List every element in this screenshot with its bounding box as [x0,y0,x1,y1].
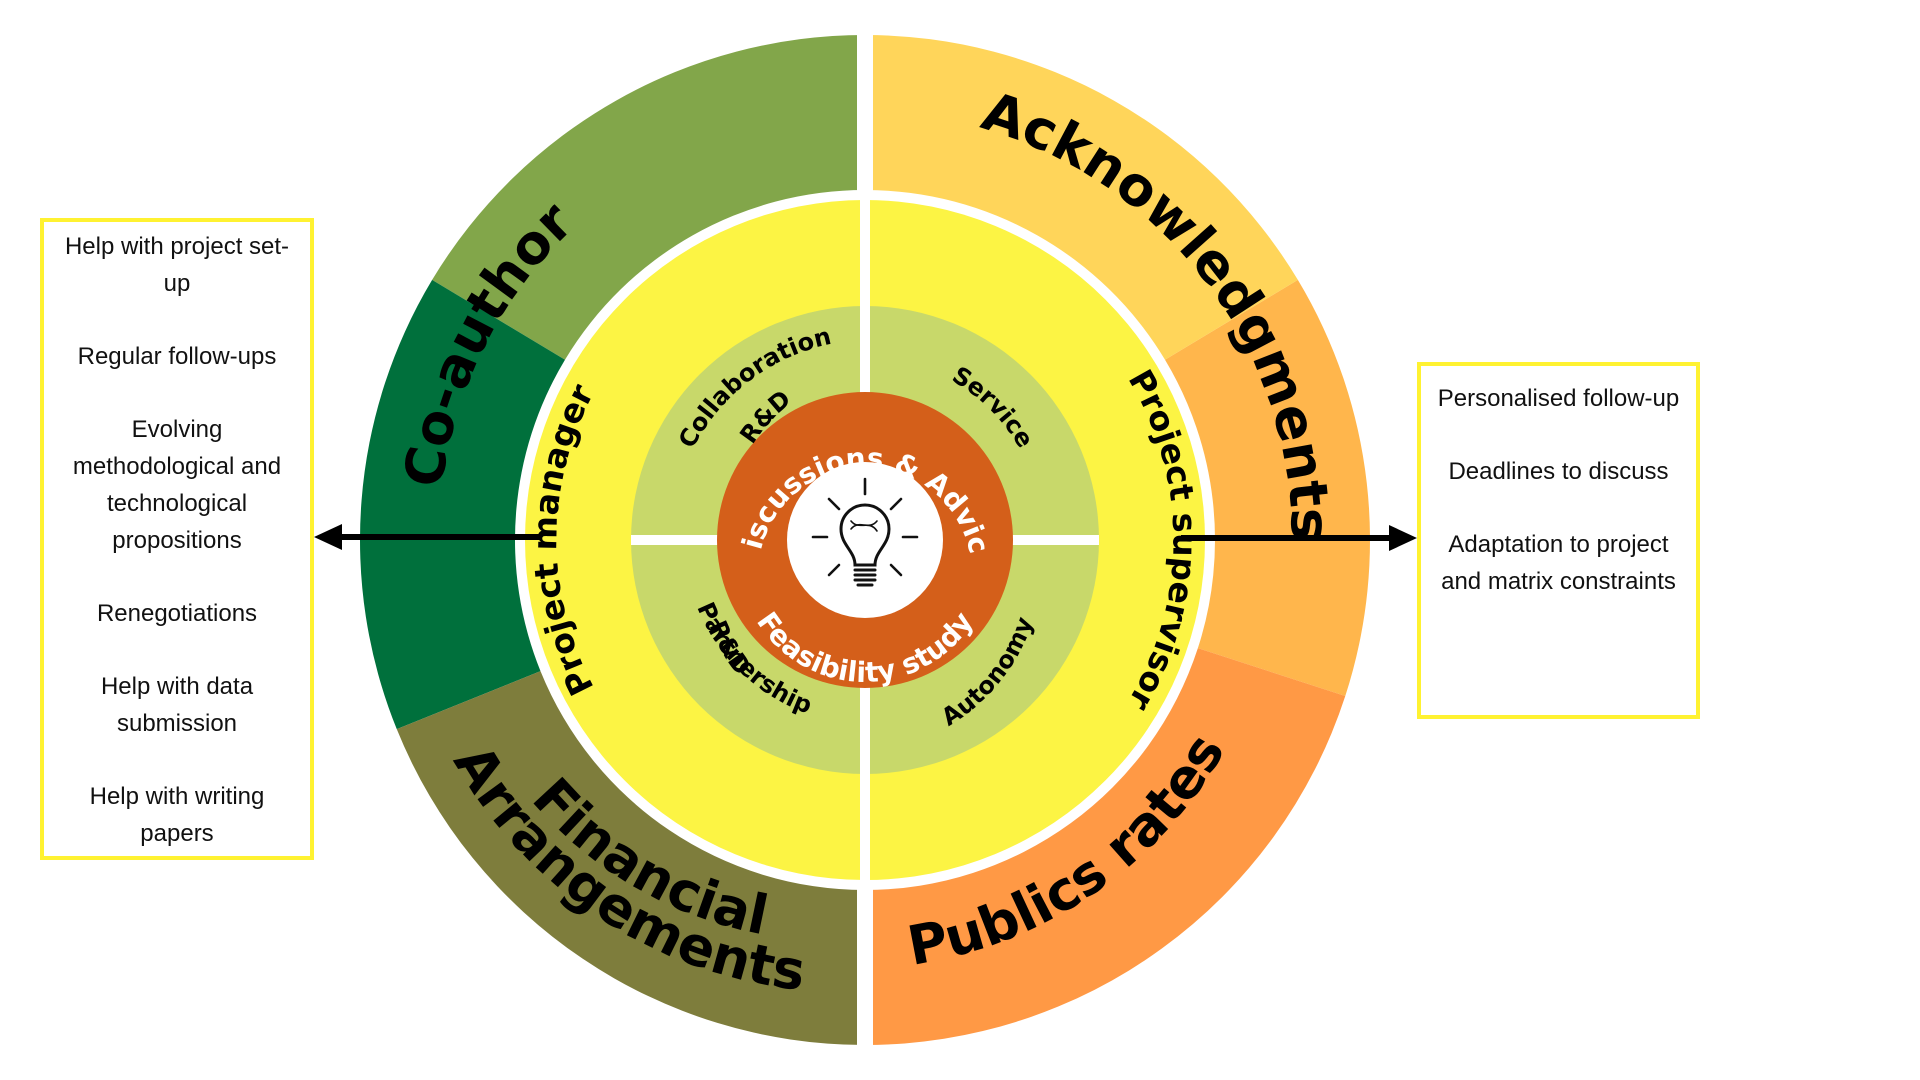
center-circle [787,462,943,618]
list-item: Adaptation to project and matrix constra… [1441,531,1676,595]
outer-sector-publics-rates [865,648,1346,1045]
list-item: Regular follow-ups [77,343,277,370]
lightbulb-dna-icon [811,477,919,587]
outer-sector-project-manager [360,279,565,730]
outer-sector-co-author [432,35,865,360]
project-supervisor-tasks-box: Personalised follow-up Deadlines to disc… [1417,362,1700,719]
outer-sector-financial [396,671,865,1046]
list-item: Deadlines to discuss [1448,458,1669,485]
outer-sector-acknowledgments [865,35,1298,360]
project-manager-tasks-box: Help with project set-up Regular follow-… [40,218,314,860]
outer-sector-project-supervisor [1165,279,1370,697]
list-item: Help with writing papers [89,783,265,847]
outer-ring [360,33,1370,1047]
list-item: Evolving methodological and technologica… [72,416,282,554]
list-item: Help with data submission [100,673,254,737]
inner-rings [525,198,1205,882]
list-item: Personalised follow-up [1437,385,1680,412]
arrow-right [1181,525,1417,551]
arrow-left [314,524,542,550]
list-item: Renegotiations [96,600,258,627]
list-item: Help with project set-up [64,233,290,297]
